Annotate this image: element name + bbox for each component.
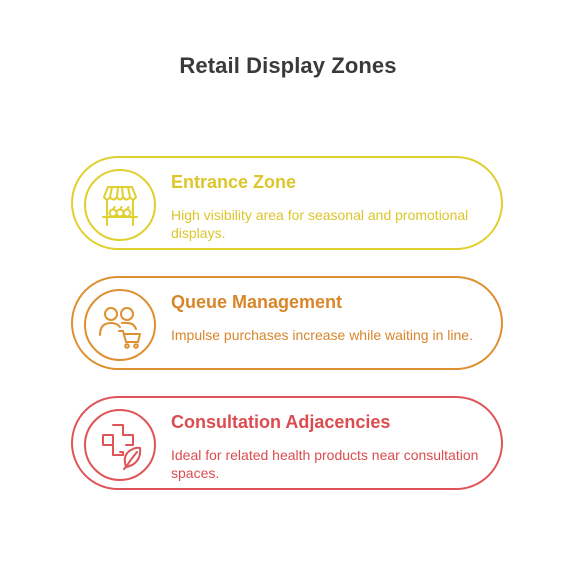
health-cross-leaf-icon [84, 409, 156, 481]
zone-description: High visibility area for seasonal and pr… [171, 207, 469, 241]
zone-description: Ideal for related health products near c… [171, 447, 479, 481]
zone-description: Impulse purchases increase while waiting… [171, 327, 473, 343]
zone-title: Queue Management [171, 292, 343, 312]
zone-title: Entrance Zone [171, 172, 297, 192]
people-cart-icon [84, 289, 156, 361]
zone-title: Consultation Adjacencies [171, 412, 391, 432]
zone-card-entrance: Entrance Zone High visibility area for s… [71, 156, 503, 250]
page-title: Retail Display Zones [179, 53, 397, 78]
zone-card-queue: Queue Management Impulse purchases incre… [71, 276, 503, 370]
market-stall-icon [84, 169, 156, 241]
zone-card-consultation: Consultation Adjacencies Ideal for relat… [71, 396, 503, 490]
